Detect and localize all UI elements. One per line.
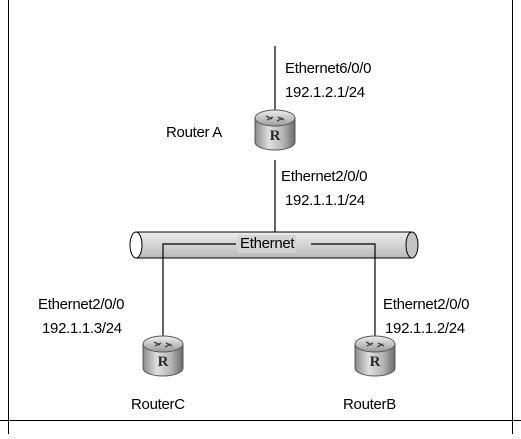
router-a-lower-interface-name: Ethernet2/0/0 [281,168,368,185]
router-a-upper-interface-ip: 192.1.2.1/24 [285,84,365,101]
router-b-name: RouterB [343,396,396,413]
router-b-interface-ip: 192.1.1.2/24 [385,320,465,337]
router-b-link [311,243,376,340]
router-c-interface-ip: 192.1.1.3/24 [42,320,122,337]
router-c-name: RouterC [131,396,185,413]
bus-label: Ethernet [238,235,297,253]
router-b-icon: R [354,335,396,377]
router-b-interface-name: Ethernet2/0/0 [383,296,470,313]
router-c-letter: R [158,354,169,370]
router-a-lower-interface-ip: 192.1.1.1/24 [285,192,365,209]
router-c-interface-name: Ethernet2/0/0 [38,296,125,313]
router-c-link [162,243,236,340]
router-a-upper-interface-name: Ethernet6/0/0 [285,60,372,77]
router-b-letter: R [370,354,381,370]
router-a-letter: R [270,128,281,144]
router-a-icon: R [254,109,296,151]
router-a-name: Router A [166,124,222,141]
router-c-icon: R [142,335,184,377]
